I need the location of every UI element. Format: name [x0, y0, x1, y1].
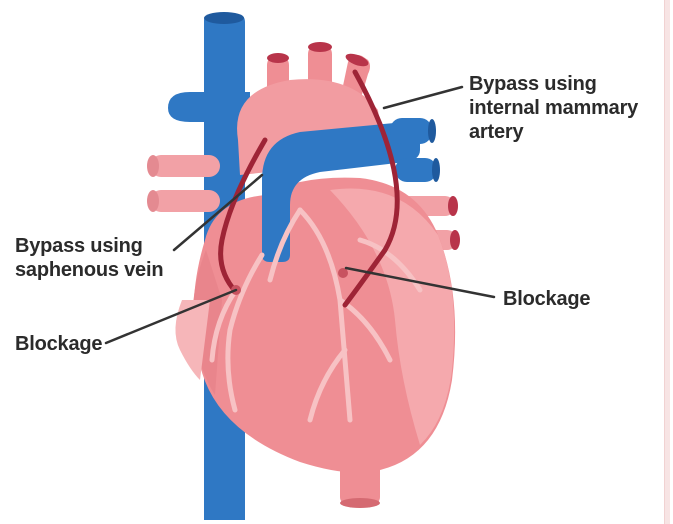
label-line: Bypass using: [469, 72, 638, 96]
label-blockage-right: Blockage: [503, 287, 590, 311]
label-saphenous-bypass: Bypass using saphenous vein: [15, 234, 163, 282]
label-line: saphenous vein: [15, 258, 163, 282]
blue-branch-left: [168, 92, 250, 122]
label-line: Bypass using: [15, 234, 163, 258]
descending-vessel: [340, 455, 380, 508]
label-internal-mammary-bypass: Bypass using internal mammary artery: [469, 72, 638, 144]
label-line: artery: [469, 120, 638, 144]
blockage-marker-right: [338, 268, 348, 278]
leader-internal-mammary: [384, 87, 462, 108]
label-line: internal mammary: [469, 96, 638, 120]
label-blockage-left: Blockage: [15, 332, 102, 356]
